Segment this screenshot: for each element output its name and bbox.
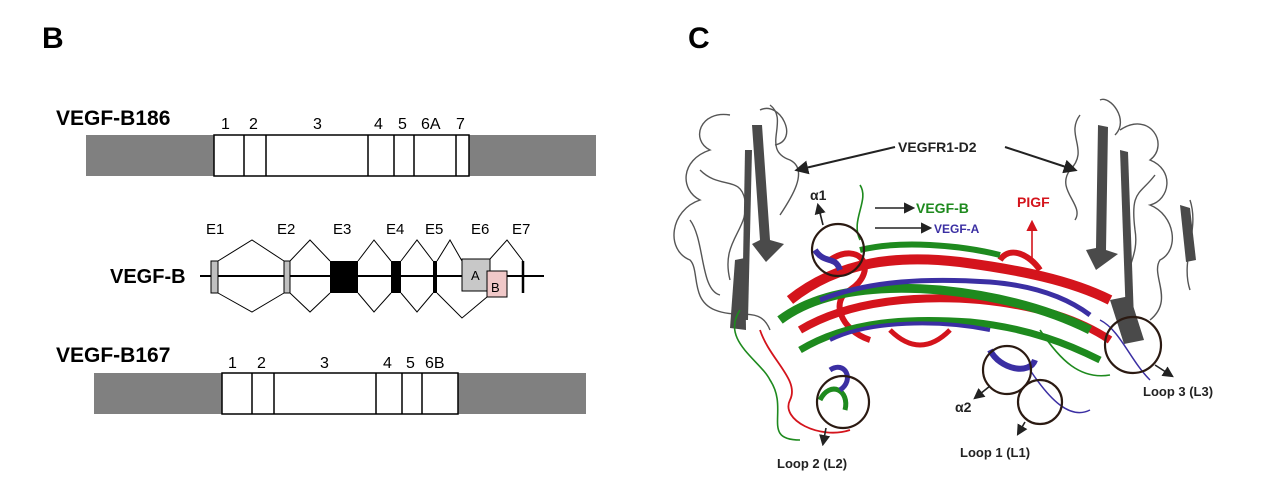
exon-label-e3: E3 bbox=[333, 221, 351, 238]
exon-label-e4: E4 bbox=[386, 221, 404, 238]
isoform-b167: VEGF-B167 1 2 3 4 5 6B bbox=[56, 344, 586, 415]
circle-loop2 bbox=[815, 374, 871, 430]
exon-num-b167-2: 2 bbox=[257, 355, 266, 372]
sub-exon-b: B bbox=[491, 280, 500, 295]
circle-alpha1 bbox=[810, 222, 866, 278]
circle-alpha2 bbox=[981, 344, 1033, 396]
loop1-label: Loop 1 (L1) bbox=[960, 445, 1030, 460]
isoform-b186: VEGF-B186 1 2 3 4 5 6A 7 bbox=[56, 107, 596, 177]
loop3-label: Loop 3 (L3) bbox=[1143, 384, 1213, 399]
sub-exon-a: A bbox=[471, 268, 480, 283]
exon-num-b167-5: 5 bbox=[406, 355, 415, 372]
plgf-label: PIGF bbox=[1017, 194, 1050, 210]
exon-num-3: 3 bbox=[313, 116, 322, 133]
receptor-right-strands bbox=[1086, 125, 1196, 344]
vegf-b-ribbon bbox=[733, 184, 1111, 441]
exon-e6a bbox=[461, 258, 491, 292]
exon-num-5: 5 bbox=[398, 116, 407, 133]
helix1-label: α1 bbox=[810, 187, 827, 203]
exon-num-b167-4: 4 bbox=[383, 355, 392, 372]
exon-label-e2: E2 bbox=[277, 221, 295, 238]
protein-structure: VEGFR1-D2 α1 VEGF-B VEGF-A PIGF α2 Loop … bbox=[673, 98, 1213, 471]
vegf-a-label: VEGF-A bbox=[934, 222, 980, 236]
coding-box-b167 bbox=[221, 372, 459, 415]
vegf-a-ribbon bbox=[812, 248, 1151, 414]
isoform-b186-title: VEGF-B186 bbox=[56, 107, 170, 130]
exon-num-2: 2 bbox=[249, 116, 258, 133]
exon-e2 bbox=[283, 260, 291, 294]
exon-label-e5: E5 bbox=[425, 221, 443, 238]
panel-c-letter: C bbox=[688, 22, 710, 55]
exon-e5 bbox=[433, 261, 437, 293]
circle-loop3 bbox=[1103, 315, 1163, 375]
gene-name: VEGF-B bbox=[110, 266, 186, 288]
vegf-b-label: VEGF-B bbox=[916, 200, 969, 216]
receptor-left-strands bbox=[730, 125, 784, 330]
exon-num-b167-6b: 6B bbox=[425, 355, 445, 372]
exon-num-6a: 6A bbox=[421, 116, 441, 133]
utr-5-box-b167 bbox=[94, 373, 222, 414]
coding-box bbox=[213, 134, 470, 177]
helix2-label: α2 bbox=[955, 399, 972, 415]
exon-e4 bbox=[391, 261, 401, 293]
utr-3-box bbox=[469, 135, 596, 176]
exon-num-b167-3: 3 bbox=[320, 355, 329, 372]
exon-label-e7: E7 bbox=[512, 221, 530, 238]
exon-e1 bbox=[210, 260, 219, 294]
utr-3-box-b167 bbox=[458, 373, 586, 414]
exon-e3 bbox=[330, 261, 358, 293]
circle-loop1 bbox=[1016, 378, 1064, 426]
exon-num-1: 1 bbox=[221, 116, 230, 133]
gene-structure: VEGF-B A B E1 E2 E3 E4 E5 E6 E7 bbox=[110, 221, 544, 319]
receptor-label: VEGFR1-D2 bbox=[898, 139, 977, 155]
exon-e6b bbox=[486, 270, 508, 298]
exon-num-7: 7 bbox=[456, 116, 465, 133]
utr-5-box bbox=[86, 135, 214, 176]
exon-num-4: 4 bbox=[374, 116, 383, 133]
exon-label-e6: E6 bbox=[471, 221, 489, 238]
isoform-b167-title: VEGF-B167 bbox=[56, 344, 170, 367]
exon-label-e1: E1 bbox=[206, 221, 224, 238]
panel-b-letter: B bbox=[42, 22, 64, 55]
loop2-label: Loop 2 (L2) bbox=[777, 456, 847, 471]
exon-num-b167-1: 1 bbox=[228, 355, 237, 372]
